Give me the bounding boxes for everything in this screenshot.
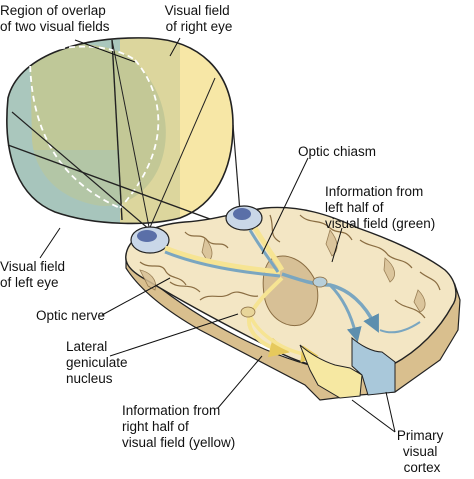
optic-nerve-right	[252, 226, 285, 272]
visual-fields	[6, 37, 241, 233]
cortex-blue	[351, 336, 396, 396]
optic-nerve-left	[164, 245, 281, 275]
label-optic-chiasm: Optic chiasm	[298, 144, 376, 159]
labels: Region of overlap of two visual fields V…	[0, 3, 447, 475]
lgn-right	[312, 276, 328, 288]
label-info-right-yellow: Information from right half of visual fi…	[122, 403, 235, 450]
left-eye-globe	[130, 226, 170, 254]
cortex-yellow	[299, 344, 363, 399]
label-left-eye-field: Visual field of left eye	[0, 259, 69, 290]
label-right-eye-field: Visual field of right eye	[165, 3, 234, 34]
brain-slice	[125, 205, 461, 401]
field-outline	[6, 37, 234, 225]
label-primary-visual-cortex: Primary visual cortex	[397, 428, 447, 475]
right-eye-globe	[225, 205, 263, 231]
overlap-dashed-outline	[29, 45, 160, 209]
leader-lines	[39, 37, 396, 433]
label-overlap-region: Region of overlap of two visual fields	[0, 3, 110, 34]
label-info-left-green: Information from left half of visual fie…	[325, 184, 435, 231]
lgn-left	[240, 306, 256, 318]
label-optic-nerve: Optic nerve	[36, 308, 105, 323]
label-lgn: Lateral geniculate nucleus	[66, 339, 131, 386]
